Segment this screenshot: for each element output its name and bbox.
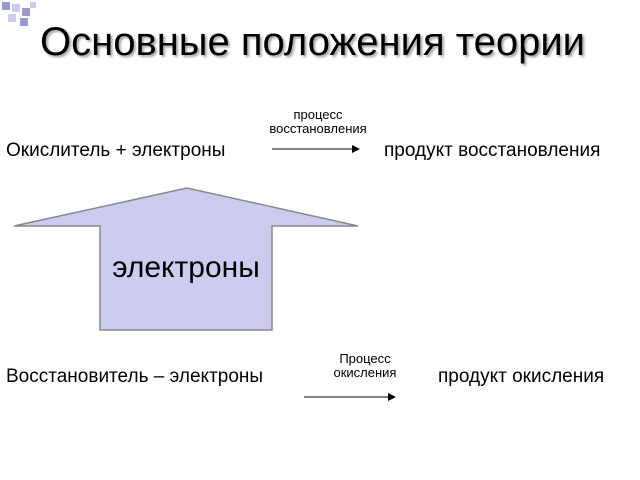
oxidation-process-label: Процесс окисления [333, 351, 397, 380]
oxidation-right-text: продукт окисления [438, 366, 605, 387]
reduction-left-text: Окислитель + электроны [6, 140, 226, 161]
electrons-up-arrow [13, 187, 359, 331]
slide-title: Основные положения теории [40, 20, 586, 64]
electrons-arrow-label: электроны [112, 251, 260, 284]
oxidation-arrow [304, 393, 396, 401]
reduction-right-text: продукт восстановления [384, 140, 601, 161]
oxidation-left-text: Восстановитель – электроны [6, 366, 264, 387]
reduction-arrow [272, 145, 360, 153]
reduction-process-label: процесс восстановления [269, 107, 367, 136]
decorative-squares [2, 2, 36, 26]
